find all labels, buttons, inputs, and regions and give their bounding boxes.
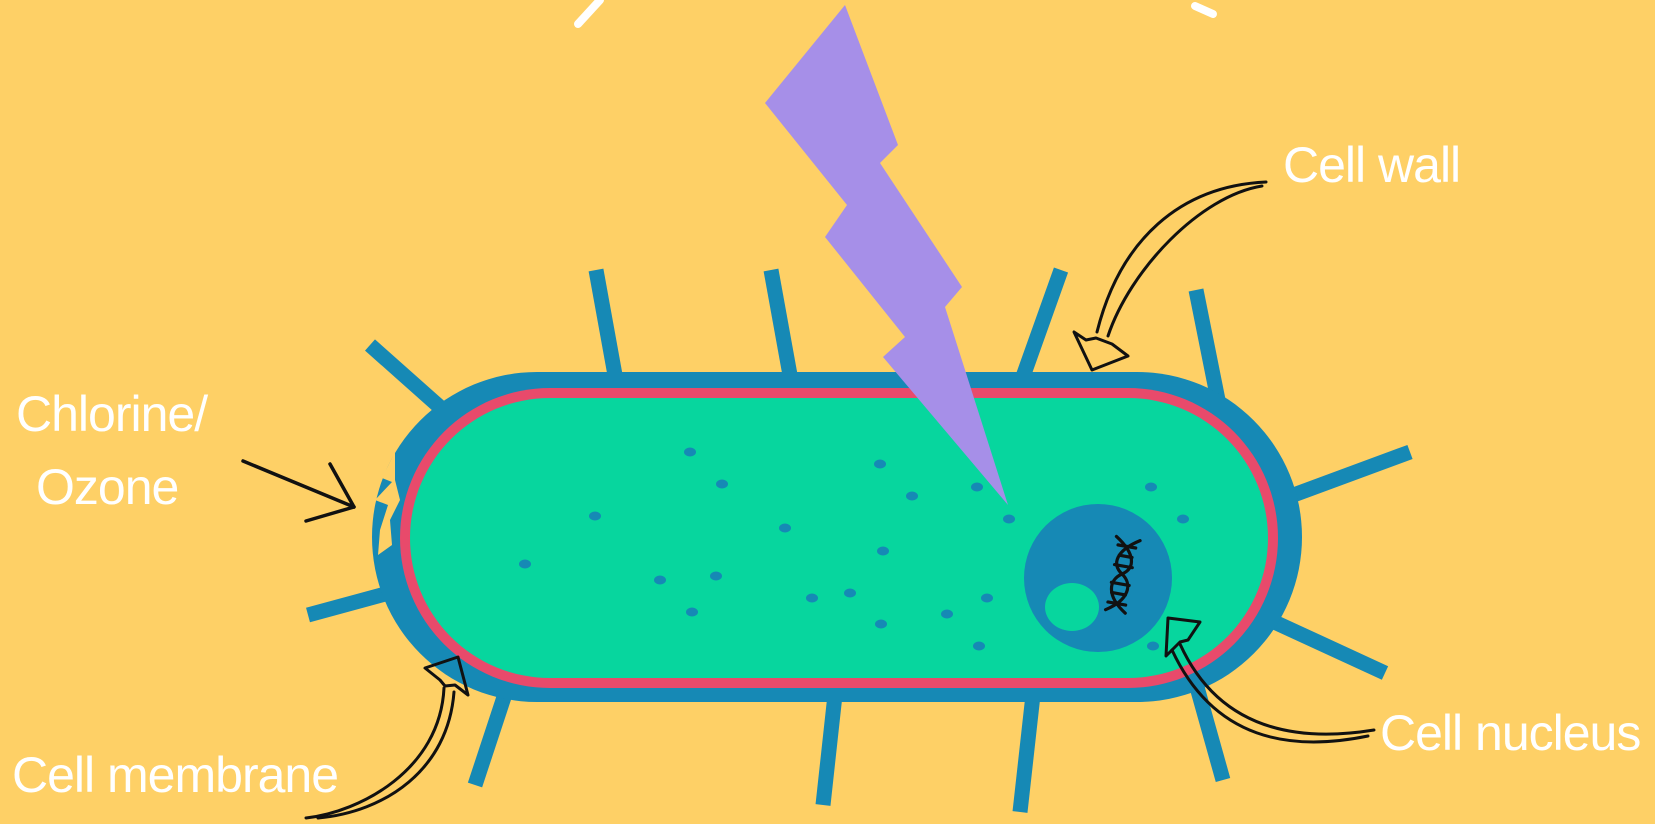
top-rays [574, 0, 1217, 28]
cell-nucleus-label: Cell nucleus [1380, 705, 1641, 761]
cell-wall-arrow [1072, 180, 1268, 372]
cell-nucleus-arrow [1164, 616, 1376, 744]
lightning-bolt-icon [765, 5, 1008, 505]
cell-wall-damage [375, 452, 400, 555]
chlorine-label-line2: Ozone [36, 458, 179, 515]
cell-wall-label: Cell wall [1283, 137, 1461, 193]
dna-icon [1103, 534, 1142, 615]
pili [306, 267, 1413, 813]
cell-nucleus [1024, 504, 1172, 652]
cell-membrane-label: Cell membrane [12, 747, 339, 803]
cell-membrane-arrow [304, 655, 470, 820]
nucleolus [1045, 583, 1099, 631]
chlorine-arrow [241, 459, 356, 523]
chlorine-label-line1: Chlorine/ [16, 386, 208, 442]
ribosomes [519, 447, 1189, 651]
chlorine-ozone-label: Chlorine/ Ozone [16, 378, 208, 523]
